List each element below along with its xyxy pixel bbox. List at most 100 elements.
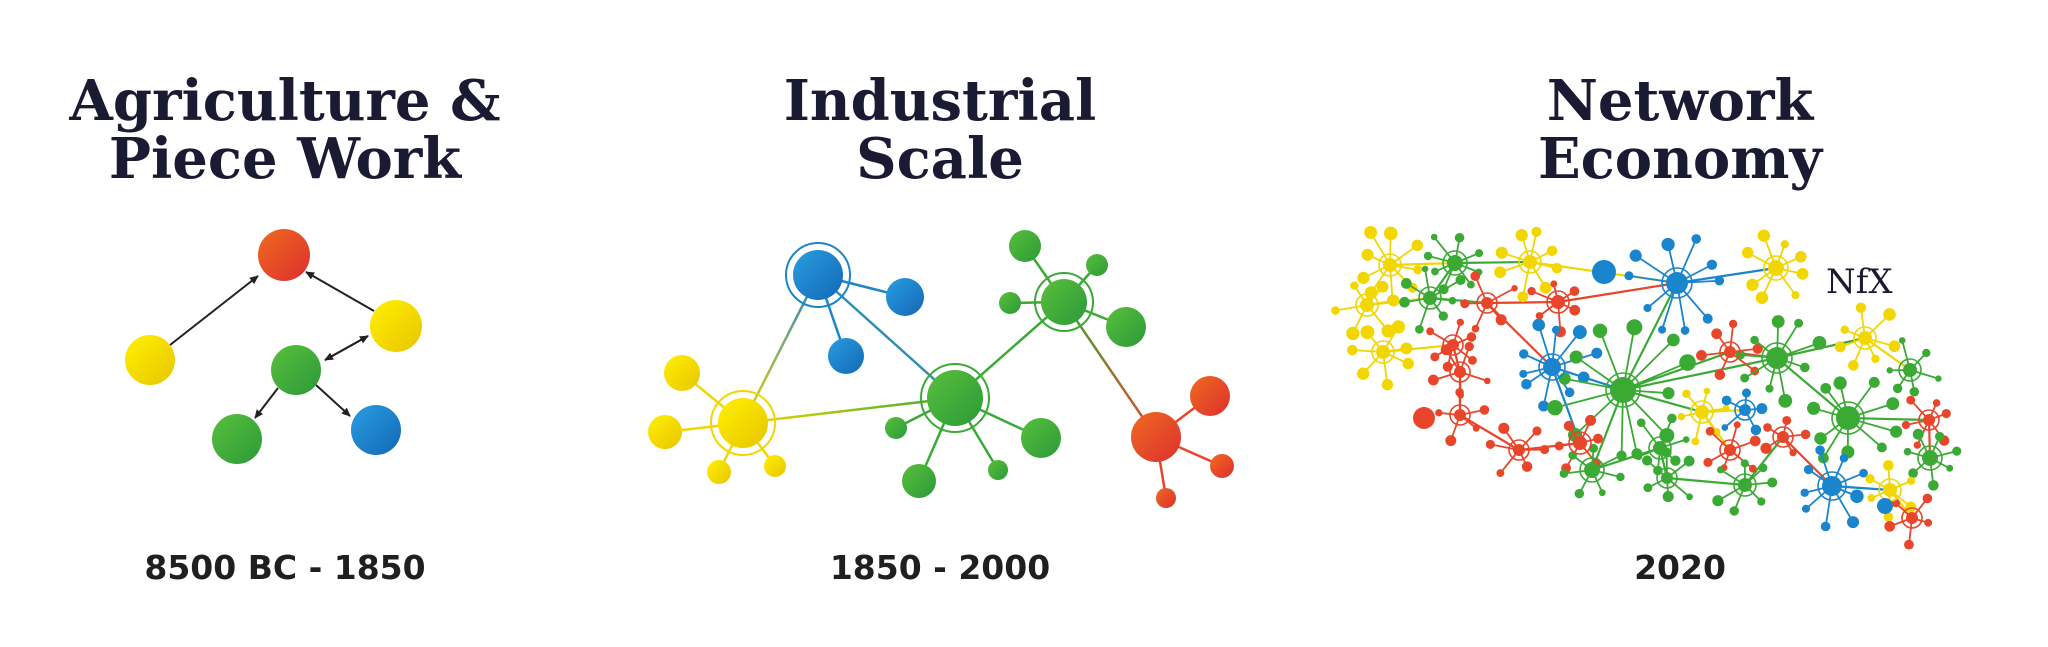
mesh-hub-node bbox=[1739, 404, 1751, 416]
node-green bbox=[999, 292, 1021, 314]
mesh-hub-ring bbox=[1763, 255, 1789, 281]
mesh-hub-node bbox=[1447, 255, 1463, 271]
mesh-hub-ring bbox=[1719, 341, 1741, 363]
mesh-link bbox=[1590, 389, 1625, 471]
node-green bbox=[988, 460, 1008, 480]
mesh-leaf-node bbox=[1714, 369, 1726, 381]
node-green bbox=[902, 464, 936, 498]
mesh-leaf-node bbox=[1519, 369, 1528, 378]
mesh-leaf-node bbox=[1686, 493, 1693, 501]
mesh-leaf-node bbox=[1912, 428, 1924, 440]
mesh-leaf-node bbox=[1904, 539, 1914, 550]
mesh-hub-node bbox=[1481, 297, 1493, 309]
mesh-node bbox=[1592, 260, 1616, 284]
mesh-leaf-node bbox=[1903, 447, 1912, 456]
mesh-leaf-node bbox=[1840, 325, 1849, 335]
nfx-logo: NfX bbox=[1826, 262, 1893, 302]
mesh-leaf-node bbox=[1471, 324, 1480, 333]
mesh-leaf-node bbox=[1455, 388, 1464, 397]
mesh-leaf-node bbox=[1430, 352, 1440, 362]
node-red bbox=[1190, 376, 1230, 416]
mesh-leaf-node bbox=[1908, 468, 1918, 479]
mesh-leaf-node bbox=[1847, 516, 1860, 529]
mesh-leaf-node bbox=[1399, 296, 1410, 308]
mesh-leaf-node bbox=[1782, 415, 1792, 425]
mesh-leaf-node bbox=[1714, 276, 1725, 286]
mesh-leaf-node bbox=[1521, 378, 1532, 390]
mesh-leaf-node bbox=[1616, 472, 1625, 482]
mesh-hub-ring bbox=[1568, 431, 1592, 455]
network-economy-diagram bbox=[1331, 225, 1962, 550]
mesh-leaf-node bbox=[1401, 278, 1412, 289]
mesh-leaf-node bbox=[1475, 249, 1484, 258]
mesh-link bbox=[1666, 476, 1746, 487]
mesh-hub-ring bbox=[1918, 409, 1940, 431]
mesh-link bbox=[1557, 281, 1678, 304]
mesh-leaf-node bbox=[1884, 520, 1896, 532]
mesh-hub-node bbox=[1376, 345, 1390, 359]
mesh-leaf-node bbox=[1629, 249, 1642, 262]
mesh-leaf-node bbox=[1400, 342, 1413, 355]
mesh-leaf-node bbox=[1531, 226, 1542, 237]
mesh-leaf-node bbox=[1585, 414, 1597, 426]
mesh-node bbox=[1413, 407, 1435, 429]
node-red-hub bbox=[1131, 412, 1181, 462]
mesh-leaf-node bbox=[1364, 225, 1378, 239]
node-yellow bbox=[764, 455, 786, 477]
panel-title: Agriculture & Piece Work bbox=[0, 72, 570, 188]
mesh-leaf-node bbox=[1591, 347, 1603, 359]
era-label: 2020 bbox=[1634, 548, 1726, 587]
node-yellow-hub bbox=[718, 398, 768, 448]
mesh-leaf-node bbox=[1535, 312, 1544, 320]
mesh-leaf-node bbox=[1909, 387, 1920, 397]
mesh-leaf-node bbox=[1868, 376, 1880, 388]
title-line-1: Industrial bbox=[783, 68, 1097, 134]
mesh-leaf-node bbox=[1430, 233, 1438, 241]
mesh-leaf-node bbox=[1928, 480, 1939, 491]
mesh-leaf-node bbox=[1839, 454, 1849, 463]
arrow-edge bbox=[315, 384, 351, 417]
mesh-hub-node bbox=[1768, 260, 1784, 276]
mesh-leaf-node bbox=[1800, 362, 1810, 373]
edge bbox=[1062, 301, 1158, 438]
node-green bbox=[1009, 230, 1041, 262]
mesh-leaf-node bbox=[1569, 350, 1583, 364]
mesh-link bbox=[1459, 414, 1520, 451]
agriculture-diagram bbox=[125, 229, 422, 464]
mesh-leaf-node bbox=[1833, 376, 1847, 390]
mesh-leaf-node bbox=[1415, 324, 1424, 334]
mesh-leaf-node bbox=[1680, 326, 1690, 335]
mesh-leaf-node bbox=[1703, 387, 1711, 395]
mesh-link bbox=[1864, 337, 1911, 371]
arrow-edge bbox=[324, 335, 369, 361]
mesh-leaf-node bbox=[1662, 491, 1674, 503]
mesh-leaf-node bbox=[1551, 262, 1563, 274]
mesh-leaf-node bbox=[1426, 327, 1435, 336]
mesh-leaf-node bbox=[1563, 420, 1575, 432]
mesh-leaf-node bbox=[1661, 237, 1675, 252]
mesh-leaf-node bbox=[1554, 441, 1564, 451]
mesh-hub-node bbox=[1883, 483, 1897, 497]
mesh-leaf-node bbox=[1331, 306, 1340, 315]
mesh-leaf-node bbox=[1466, 332, 1477, 342]
mesh-leaf-node bbox=[1357, 271, 1370, 285]
mesh-hub-ring bbox=[1378, 253, 1402, 277]
mesh-hub-node bbox=[1454, 366, 1466, 378]
mesh-leaf-node bbox=[1479, 405, 1490, 415]
mesh-leaf-node bbox=[1941, 408, 1951, 419]
mesh-hub-node bbox=[1822, 476, 1842, 496]
mesh-leaf-node bbox=[1924, 518, 1933, 527]
mesh-hub-ring bbox=[1772, 426, 1794, 448]
mesh-hub-ring bbox=[1761, 342, 1793, 374]
mesh-hub-ring bbox=[1605, 372, 1641, 408]
mesh-leaf-node bbox=[1906, 476, 1916, 485]
mesh-leaf-node bbox=[1431, 267, 1439, 276]
mesh-leaf-node bbox=[1935, 375, 1942, 382]
mesh-hub-node bbox=[1543, 358, 1561, 376]
mesh-leaf-node bbox=[1564, 387, 1575, 398]
mesh-leaf-node bbox=[1448, 296, 1457, 305]
mesh-leaf-node bbox=[1883, 460, 1894, 471]
mesh-leaf-node bbox=[1728, 319, 1738, 329]
mesh-leaf-node bbox=[1901, 420, 1911, 430]
mesh-leaf-node bbox=[1519, 349, 1529, 359]
